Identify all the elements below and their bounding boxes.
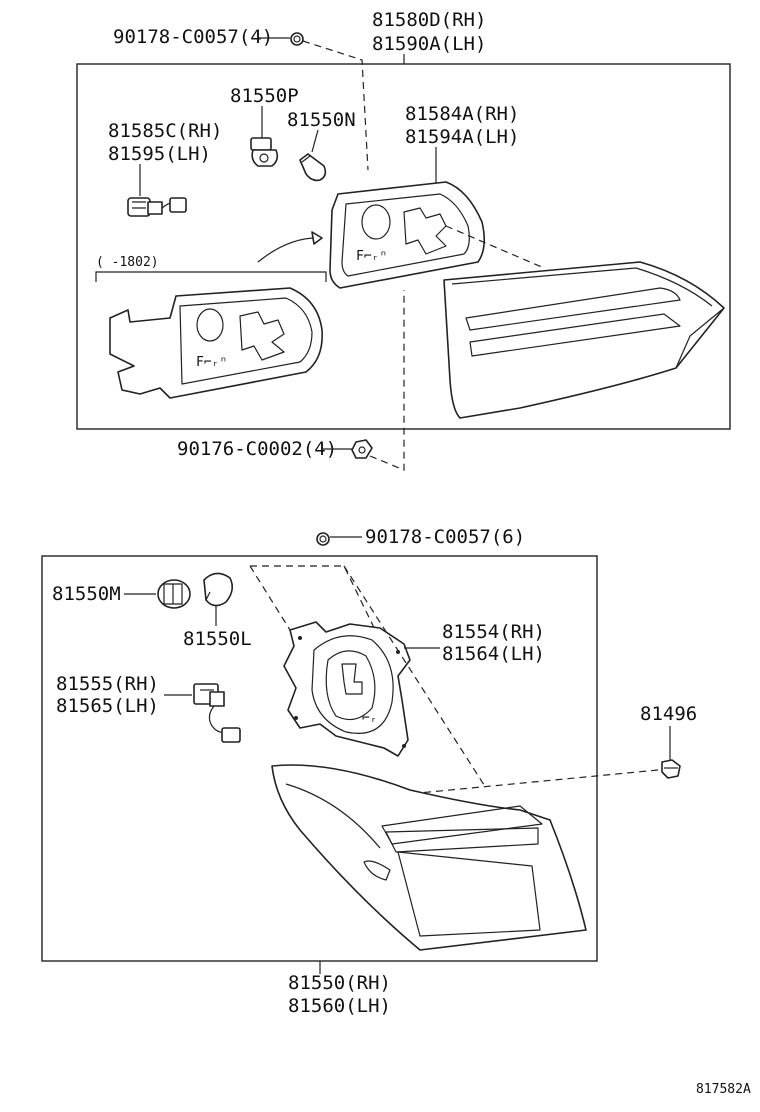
- inset-bracket: [95, 271, 327, 282]
- inset-arrow: [257, 237, 323, 263]
- label-holder-m[interactable]: 81550M: [52, 583, 121, 605]
- gasket-mark-lower: ⌐ᵣ: [362, 711, 378, 726]
- label-upper-lamp-rh[interactable]: 81580D(RH): [372, 9, 486, 31]
- dash-bolt-to-gasket: [302, 40, 369, 171]
- inset-gasket-part[interactable]: F⌐ᵣⁿ: [109, 287, 323, 399]
- label-clip[interactable]: 81496: [640, 703, 697, 725]
- upper-gasket-part[interactable]: F⌐ᵣⁿ: [329, 181, 486, 289]
- label-lower-socket-rh[interactable]: 81555(RH): [56, 673, 159, 695]
- dash-lower-bolt-b: [249, 565, 291, 631]
- lower-assembly: 90178-C0057(6) 81550M 81550L ⌐ᵣ: [41, 526, 697, 1017]
- upper-socket-part[interactable]: [127, 197, 187, 217]
- label-lower-socket-lh[interactable]: 81565(LH): [56, 695, 159, 717]
- dash-nut-to-gasket: [369, 290, 405, 471]
- lower-socket-part[interactable]: [193, 683, 241, 743]
- label-lower-lamp-rh[interactable]: 81550(RH): [288, 972, 391, 994]
- gasket-mark-upper: F⌐ᵣⁿ: [356, 249, 387, 264]
- label-upper-socket-rh[interactable]: 81585C(RH): [108, 120, 222, 142]
- dash-lower-guide: [343, 565, 487, 789]
- figure-code: 817582A: [696, 1082, 751, 1097]
- label-bulb-n[interactable]: 81550N: [287, 109, 356, 131]
- dash-clip-to-lamp: [345, 769, 659, 801]
- label-inset-note[interactable]: ( -1802): [96, 255, 159, 270]
- label-lower-gasket-lh[interactable]: 81564(LH): [442, 643, 545, 665]
- label-upper-nut[interactable]: 90176-C0002(4): [177, 438, 337, 460]
- leader-bulb-n: [311, 129, 319, 153]
- dash-gasket-to-lens: [445, 225, 545, 269]
- upper-bolt-part[interactable]: [290, 32, 304, 46]
- label-lower-lamp-lh[interactable]: 81560(LH): [288, 995, 391, 1017]
- label-upper-gasket-lh[interactable]: 81594A(LH): [405, 126, 519, 148]
- label-upper-socket-lh[interactable]: 81595(LH): [108, 143, 211, 165]
- label-upper-bolt[interactable]: 90178-C0057(4): [113, 26, 273, 48]
- upper-assembly: 90178-C0057(4) 81580D(RH) 81590A(LH) 815…: [76, 9, 731, 471]
- label-upper-gasket-rh[interactable]: 81584A(RH): [405, 103, 519, 125]
- inset-arrow-head: [311, 231, 323, 245]
- lower-gasket-part[interactable]: ⌐ᵣ: [283, 621, 411, 757]
- label-upper-lamp-lh[interactable]: 81590A(LH): [372, 33, 486, 55]
- label-lower-bolt[interactable]: 90178-C0057(6): [365, 526, 525, 548]
- dash-lower-bolt: [250, 565, 381, 641]
- bulb-81550l-part[interactable]: [203, 572, 234, 607]
- label-bulb-p[interactable]: 81550P: [230, 85, 299, 107]
- holder-81550m-part[interactable]: [157, 579, 191, 609]
- label-lower-gasket-rh[interactable]: 81554(RH): [442, 621, 545, 643]
- gasket-mark-inset: F⌐ᵣⁿ: [196, 355, 227, 370]
- bulb-81550p-part[interactable]: [250, 137, 279, 167]
- bulb-81550n-part[interactable]: [299, 153, 327, 182]
- upper-lens-part[interactable]: [443, 261, 725, 419]
- clip-81496-part[interactable]: [661, 759, 681, 779]
- lower-lamp-part[interactable]: [271, 764, 587, 951]
- lower-bolt-part[interactable]: [316, 532, 330, 546]
- label-bulb-l[interactable]: 81550L: [183, 628, 252, 650]
- upper-nut-part[interactable]: [351, 439, 373, 459]
